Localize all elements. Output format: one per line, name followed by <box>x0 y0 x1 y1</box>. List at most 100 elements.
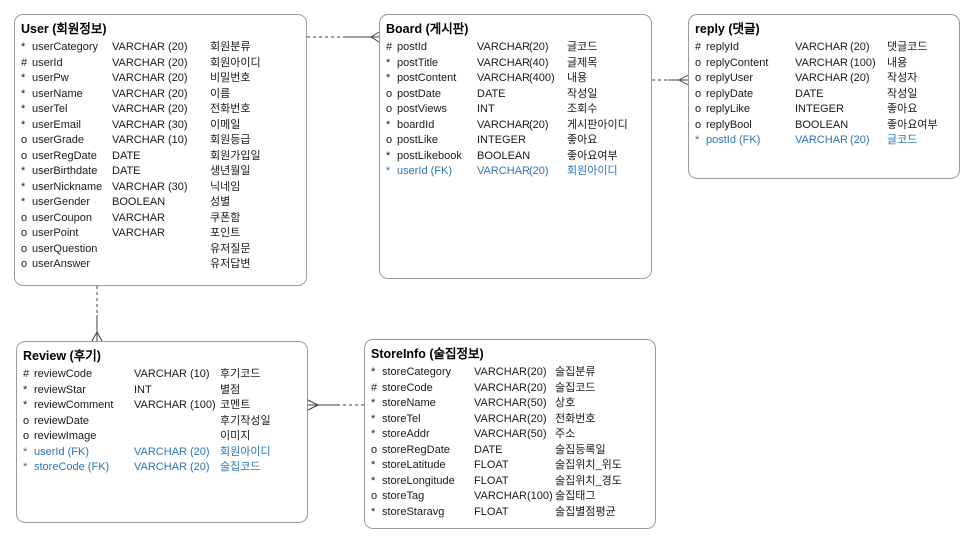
attribute-name: reviewImage <box>34 430 97 442</box>
attribute-label: 작성일 <box>887 87 918 100</box>
attribute-label: 술집위치_위도 <box>555 459 622 471</box>
attribute-size: (50) <box>527 428 547 440</box>
attribute-type: VARCHAR <box>112 211 165 224</box>
connector-storeinfo-review <box>307 399 364 411</box>
attribute-name: storeCode (FK) <box>34 461 110 473</box>
attribute-name: userQuestion <box>32 242 98 255</box>
attribute-name: postTitle <box>397 56 439 69</box>
attribute-row: *userId (FK)VARCHAR(20)회원아이디 <box>23 445 303 461</box>
attribute-size: (20) <box>527 412 547 425</box>
attribute-type: INT <box>477 103 495 115</box>
attribute-label: 전화번호 <box>555 412 596 425</box>
connector-crow-foot <box>91 315 103 342</box>
attribute-flag: * <box>21 180 26 193</box>
attribute-name: storeAddr <box>382 428 430 440</box>
attribute-row: *storeCode (FK)VARCHAR(20)술집코드 <box>23 460 303 476</box>
attribute-label: 회원등급 <box>210 134 251 146</box>
attribute-label: 회원아이디 <box>220 445 271 458</box>
attribute-flag: # <box>695 41 702 53</box>
attribute-label: 좋아요 <box>887 103 918 115</box>
attribute-flag: * <box>21 165 26 177</box>
connector-crow-foot <box>668 74 689 86</box>
attribute-flag: o <box>695 56 702 69</box>
attribute-label: 유저질문 <box>210 242 251 255</box>
attribute-label: 술집위치_경도 <box>555 474 622 487</box>
attribute-type: VARCHAR <box>474 428 527 440</box>
attribute-size: (20) <box>168 72 188 84</box>
attribute-flag: * <box>371 505 376 518</box>
attribute-label: 이메일 <box>210 118 241 131</box>
attribute-flag: * <box>371 397 376 409</box>
attribute-name: postLike <box>397 134 438 146</box>
attribute-label: 게시판아이디 <box>567 118 628 131</box>
attribute-size: (100) <box>190 399 216 411</box>
attribute-name: replyContent <box>706 56 769 69</box>
attribute-flag: o <box>386 103 393 115</box>
attribute-type: VARCHAR <box>134 368 187 380</box>
attribute-size: (20) <box>168 56 188 69</box>
attribute-type: VARCHAR <box>474 412 527 425</box>
attribute-label: 코멘트 <box>220 399 251 411</box>
attribute-name: userCoupon <box>32 211 92 224</box>
attribute-type: VARCHAR <box>477 165 530 177</box>
connector-board-reply <box>652 74 689 86</box>
attribute-label: 이름 <box>210 87 231 100</box>
attribute-name: storeRegDate <box>382 443 450 456</box>
attribute-label: 후기작성일 <box>220 414 271 427</box>
attribute-size: (20) <box>168 41 188 53</box>
attribute-name: postDate <box>397 87 442 100</box>
attribute-size: (10) <box>190 368 210 380</box>
attribute-label: 비밀번호 <box>210 72 251 84</box>
attribute-type: VARCHAR <box>477 118 530 131</box>
attribute-name: postLikebook <box>397 149 462 162</box>
attribute-type: DATE <box>474 443 503 456</box>
attribute-type: DATE <box>112 149 141 162</box>
attribute-row: *postId (FK)VARCHAR(20)글코드 <box>695 133 955 149</box>
attribute-flag: * <box>21 72 26 84</box>
attribute-flag: o <box>23 414 30 427</box>
attribute-label: 생년월일 <box>210 165 251 177</box>
attribute-flag: o <box>695 103 702 115</box>
attribute-flag: * <box>386 118 391 131</box>
attribute-flag: * <box>21 118 26 131</box>
attribute-name: replyId <box>706 41 740 53</box>
attribute-name: replyDate <box>706 87 754 100</box>
attribute-name: userCategory <box>32 41 99 53</box>
attribute-name: replyBool <box>706 118 752 131</box>
attribute-type: VARCHAR <box>477 41 530 53</box>
attribute-size: (30) <box>168 180 188 193</box>
attribute-label: 술집등록일 <box>555 443 606 456</box>
attribute-size: (20) <box>527 366 547 378</box>
attribute-flag: * <box>371 428 376 440</box>
attribute-flag: o <box>695 87 702 100</box>
attribute-size: (20) <box>168 87 188 100</box>
attribute-type: FLOAT <box>474 459 509 471</box>
attribute-flag: o <box>21 242 28 255</box>
attribute-type: VARCHAR <box>795 41 848 53</box>
attribute-name: userPw <box>32 72 69 84</box>
connector-user-board <box>307 31 380 43</box>
entity-title-user: User (회원정보) <box>21 22 107 36</box>
